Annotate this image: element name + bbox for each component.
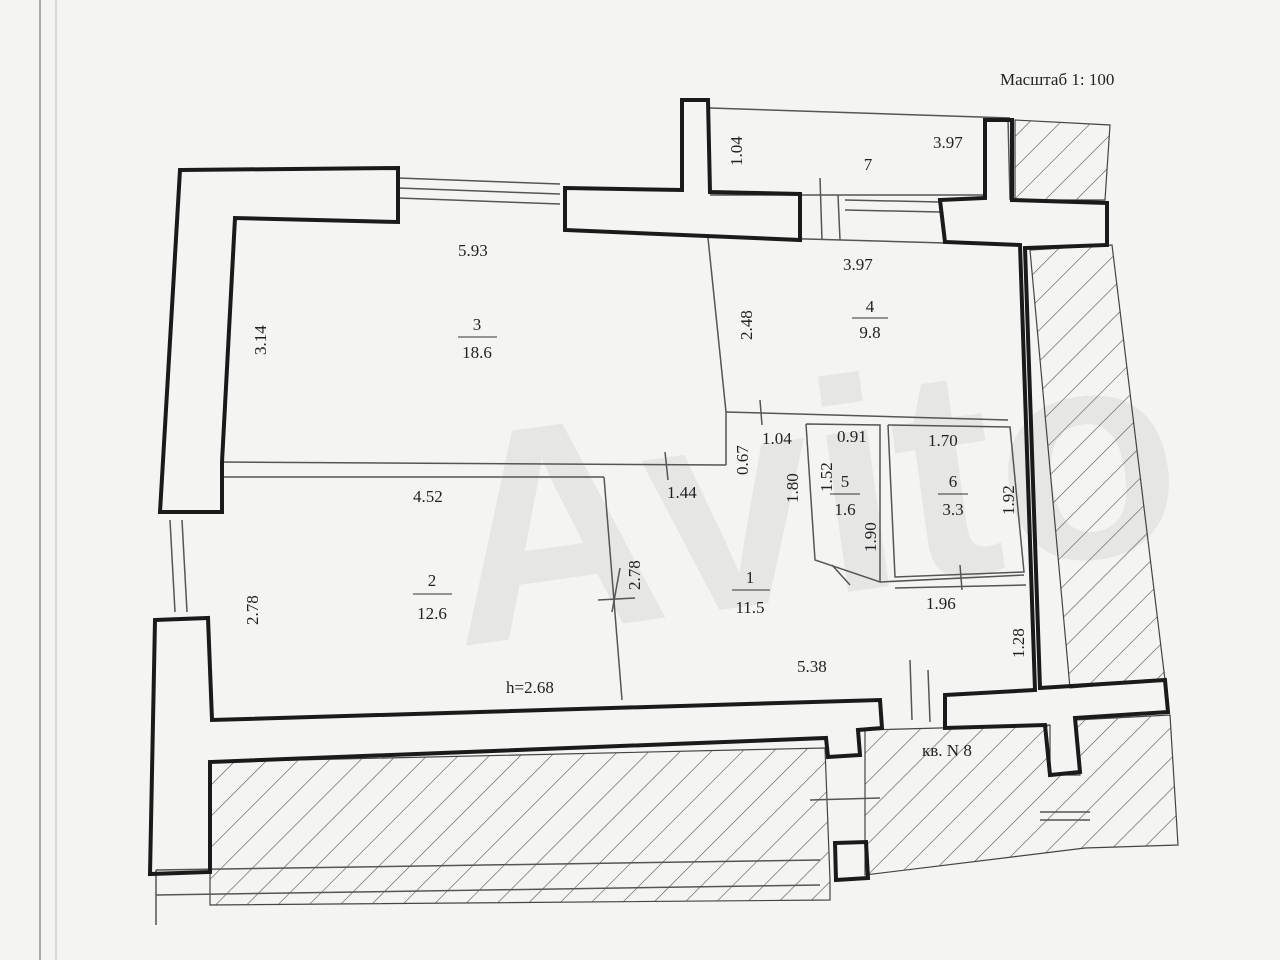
dim-hall-small-c: 1.80 [783,473,802,503]
dim-room6-width: 1.70 [928,431,958,450]
dim-room5-width: 0.91 [837,427,867,446]
dim-room2-height-right: 2.78 [625,560,644,590]
room-number: 7 [864,155,873,174]
room-number: 2 [428,571,437,590]
room-7-label: 7 [864,155,873,174]
room-number: 5 [841,472,850,491]
dim-hall-small-a: 0.67 [733,445,752,475]
neighbor-hatch-areas [209,119,1179,906]
room-4-label: 4 9.8 [852,297,888,342]
dim-room4-width: 3.97 [843,255,873,274]
dim-room7-depth: 1.04 [727,136,746,166]
dim-hall-notch: 1.44 [667,483,697,502]
dim-room6-height: 1.92 [999,485,1018,515]
room-partitions [155,107,1090,925]
room-area: 12.6 [417,604,447,623]
neighbor-apartment-label: кв. N 8 [922,741,972,760]
dim-room4-height: 2.48 [737,310,756,340]
room-6-label: 6 3.3 [938,472,968,519]
dim-room3-height: 3.14 [251,325,270,355]
dim-hall-small-b: 1.04 [762,429,792,448]
dim-hall-width-b: 1.96 [926,594,956,613]
room-area: 11.5 [735,598,764,617]
room-area: 3.3 [942,500,963,519]
ceiling-height: h=2.68 [506,678,554,697]
dim-room2-height-left: 2.78 [243,595,262,625]
room-number: 1 [746,568,755,587]
room-2-label: 2 12.6 [413,571,452,623]
room-area: 18.6 [462,343,492,362]
dim-room2-width: 4.52 [413,487,443,506]
dim-room5-h2: 1.90 [861,522,880,552]
room-1-label: 1 11.5 [732,568,770,617]
room-5-label: 5 1.6 [830,472,860,519]
dim-hall-right: 1.28 [1009,628,1028,658]
scale-label: Масштаб 1: 100 [1000,70,1114,89]
room-number: 3 [473,315,482,334]
room-number: 4 [866,297,875,316]
walls [147,98,1171,883]
room-number: 6 [949,472,958,491]
room-area: 9.8 [859,323,880,342]
dim-room3-width: 5.93 [458,241,488,260]
dim-hall-length: 5.38 [797,657,827,676]
dim-room5-h1: 1.52 [817,462,836,492]
room-3-label: 3 18.6 [458,315,497,362]
dim-room7-width: 3.97 [933,133,963,152]
room-area: 1.6 [834,500,855,519]
